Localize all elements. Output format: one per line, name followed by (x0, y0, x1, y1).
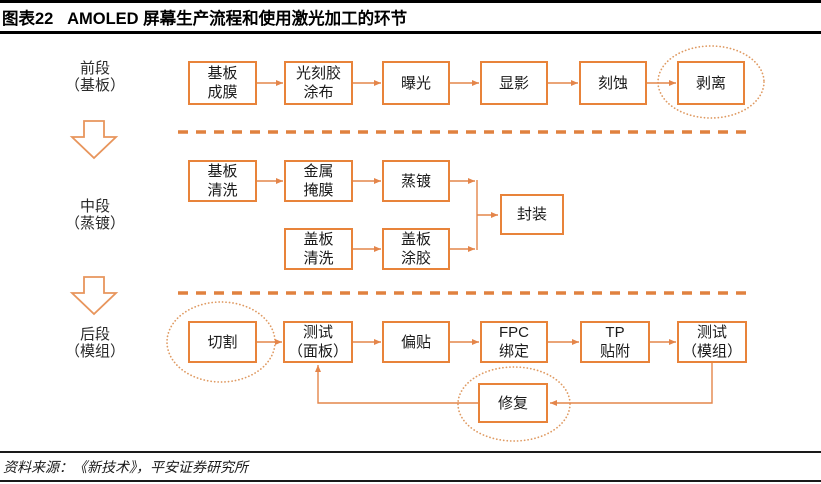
flow-box-repair: 修复 (478, 383, 548, 423)
stage-down-arrow-1 (69, 120, 119, 160)
stage-down-arrow-2 (69, 276, 119, 316)
flow-box-encapsulation: 封装 (500, 194, 564, 235)
source-text: 资料来源：《新技术》，平安证券研究所 (3, 460, 248, 476)
repair-feedback-connectors (315, 363, 713, 406)
flow-box-tp-attach: TP 贴附 (580, 321, 650, 363)
flow-box-substrate-deposition: 基板 成膜 (188, 61, 257, 105)
flow-box-test-module: 测试 （模组） (677, 321, 747, 363)
middle-stage-connectors (257, 178, 498, 252)
flow-box-lamination: 偏贴 (382, 321, 450, 363)
figure-title-bar: 图表22 AMOLED 屏幕生产流程和使用激光加工的环节 (0, 0, 821, 34)
laser-step-ellipse-repair (457, 366, 571, 442)
stage-label-back: 后段 （模组） (64, 326, 125, 360)
stage-label-middle: 中段 （蒸镀） (64, 198, 125, 232)
flow-box-substrate-cleaning: 基板 清洗 (188, 160, 257, 202)
flow-box-cover-cleaning: 盖板 清洗 (284, 228, 353, 270)
flow-box-stripping: 剥离 (677, 61, 745, 105)
figure-title: 图表22 AMOLED 屏幕生产流程和使用激光加工的环节 (2, 10, 408, 28)
flow-box-development: 显影 (480, 61, 548, 105)
flow-box-test-panel: 测试 （面板） (283, 321, 353, 363)
flow-box-metal-mask: 金属 掩膜 (284, 160, 353, 202)
flow-box-evaporation: 蒸镀 (382, 160, 450, 202)
source-bar: 资料来源：《新技术》，平安证券研究所 (0, 451, 821, 482)
flow-box-cover-gluing: 盖板 涂胶 (382, 228, 450, 270)
flow-box-photoresist-coating: 光刻胶 涂布 (284, 61, 353, 105)
flow-box-exposure: 曝光 (382, 61, 450, 105)
flow-box-fpc-bonding: FPC 绑定 (480, 321, 548, 363)
laser-step-ellipse-stripping (657, 45, 765, 119)
flow-box-etching: 刻蚀 (579, 61, 647, 105)
stage-label-front: 前段 （基板） (64, 60, 125, 94)
flow-box-cutting: 切割 (188, 321, 257, 363)
